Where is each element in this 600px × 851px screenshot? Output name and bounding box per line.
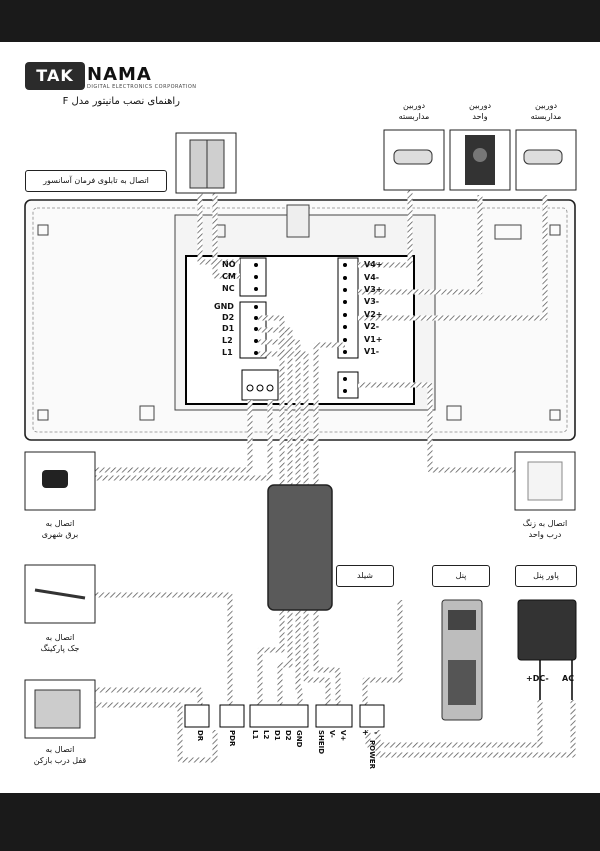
terminal-d1: D1 xyxy=(222,324,235,333)
terminal-v1-minus: V1- xyxy=(364,347,380,356)
label-unit-camera: دوربین واحد xyxy=(468,101,492,121)
terminal-l1: L1 xyxy=(222,348,233,357)
device-mains-plug xyxy=(24,451,96,511)
device-door-panel xyxy=(441,599,483,721)
terminal-gnd: GND xyxy=(214,302,234,311)
label-doorbell: اتصال به زنگ درب واحد xyxy=(522,519,568,539)
bottom-terminal-l1: L1 xyxy=(251,730,259,740)
logo-badge: TAK xyxy=(25,62,85,90)
bottom-terminal-shield: SHEID xyxy=(317,730,325,755)
bottom-terminal-d1: D1 xyxy=(273,730,281,741)
power-minus-sign: - xyxy=(374,728,378,737)
label-lock: اتصال به قفل درب بازکن xyxy=(33,745,87,765)
bottom-terminal-pdr: PDR xyxy=(228,730,236,747)
brand-logo: TAK NAMA DIGITAL ELECTRONICS CORPORATION xyxy=(25,62,196,92)
logo-word: NAMA xyxy=(87,64,152,85)
label-cctv-1: دوربین مداربسته xyxy=(398,101,430,121)
device-cctv-1 xyxy=(383,129,445,191)
device-cctv-2 xyxy=(515,129,577,191)
relay-terminal-block xyxy=(239,257,267,297)
label-mains: اتصال به برق شهری xyxy=(41,519,79,539)
terminal-v2-minus: V2- xyxy=(364,322,380,331)
bottom-terminal-blocks xyxy=(184,704,385,728)
terminal-d2: D2 xyxy=(222,313,235,322)
page-title: راهنمای نصب مانیتور مدل F xyxy=(62,96,180,107)
cable-splitter xyxy=(267,484,333,611)
terminal-v4-minus: V4- xyxy=(364,273,380,282)
label-dc: +DC- xyxy=(526,674,549,683)
device-door-lock xyxy=(24,679,96,739)
power-plus-sign: + xyxy=(362,728,369,737)
terminal-cm: CM xyxy=(222,272,236,281)
label-parking: اتصال به جک پارکینگ xyxy=(40,633,80,653)
device-parking xyxy=(24,564,96,624)
bottom-terminal-dr: DR xyxy=(196,730,204,742)
label-cctv-2: دوربین مداربسته xyxy=(530,101,562,121)
logo-subtitle: DIGITAL ELECTRONICS CORPORATION xyxy=(87,84,197,90)
top-band xyxy=(0,0,600,42)
terminal-nc: NC xyxy=(222,284,235,293)
terminal-v1-plus: V1+ xyxy=(364,335,383,344)
bottom-terminal-v-plus: V+ xyxy=(339,730,347,742)
device-panel-power xyxy=(517,599,577,700)
terminal-l2: L2 xyxy=(222,336,233,345)
bottom-terminal-l2: L2 xyxy=(262,730,270,740)
device-elevator xyxy=(175,132,237,194)
cables xyxy=(95,190,576,763)
bottom-terminal-d2: D2 xyxy=(284,730,292,741)
label-panel-power: پاور پنل xyxy=(515,565,577,587)
doorbell-terminal-block xyxy=(337,371,359,399)
device-doorbell xyxy=(514,451,576,511)
bottom-terminal-v-minus: V- xyxy=(328,730,336,738)
terminal-no: NO xyxy=(222,260,236,269)
label-elevator: اتصال به تابلوی فرمان آسانسور xyxy=(25,170,167,192)
terminal-v4-plus: V4+ xyxy=(364,260,383,269)
terminal-v3-minus: V3- xyxy=(364,297,380,306)
label-shield: شیلد xyxy=(336,565,394,587)
device-unit-camera xyxy=(449,129,511,191)
monitor-back xyxy=(24,199,576,441)
bottom-band xyxy=(0,793,600,851)
terminal-v2-plus: V2+ xyxy=(364,310,383,319)
bottom-terminal-power: POWER xyxy=(368,740,376,769)
bottom-terminal-gnd: GND xyxy=(295,730,303,748)
power-terminal-block xyxy=(241,369,279,401)
label-ac: AC xyxy=(562,674,575,683)
video-terminal-block xyxy=(337,257,359,359)
label-panel: پنل xyxy=(432,565,490,587)
terminal-v3-plus: V3+ xyxy=(364,285,383,294)
